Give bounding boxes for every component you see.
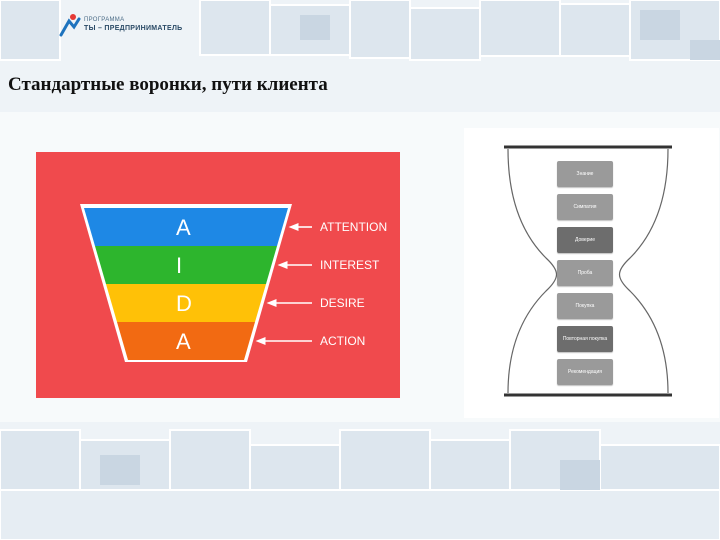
- funnel-stage-letter: A: [176, 215, 191, 240]
- left-arrow-icon: [266, 299, 312, 307]
- funnel-stage-letter: I: [176, 253, 182, 278]
- left-arrow-icon: [288, 223, 312, 231]
- hourglass-outline: [504, 145, 672, 397]
- hourglass-step: Знание: [557, 161, 613, 187]
- funnel-band-3: [106, 284, 266, 322]
- funnel-stage-letter: A: [176, 329, 191, 354]
- logo-figure-icon: [59, 14, 81, 37]
- left-arrow-icon: [255, 337, 312, 345]
- aida-funnel-diagram: A ATTENTION I INTEREST D DESIRE A ACTION: [80, 204, 387, 362]
- logo-caption: ПРОГРАММА: [84, 17, 125, 23]
- hourglass-step: Покупка: [557, 293, 613, 319]
- funnel-stage-letter: D: [176, 291, 192, 316]
- funnel-stage-label: ACTION: [320, 334, 365, 348]
- funnel-stage-label: INTEREST: [320, 258, 380, 272]
- hourglass-step: Рекомендация: [557, 359, 613, 385]
- left-arrow-icon: [277, 261, 312, 269]
- hourglass-step: Проба: [557, 260, 613, 286]
- logo-name: ТЫ – ПРЕДПРИНИМАТЕЛЬ: [84, 25, 183, 32]
- funnel-stage-label: DESIRE: [320, 296, 365, 310]
- funnel-stage-label: ATTENTION: [320, 220, 387, 234]
- hourglass-step: Симпатия: [557, 194, 613, 220]
- funnel-band-1: [84, 208, 288, 246]
- aida-funnel-panel: A ATTENTION I INTEREST D DESIRE A ACTION: [36, 152, 400, 398]
- funnel-band-4: [117, 322, 255, 360]
- hourglass-step: Повторная покупка: [557, 326, 613, 352]
- funnel-band-2: [95, 246, 277, 284]
- slide-title: Стандартные воронки, пути клиента: [8, 74, 328, 95]
- program-logo: ПРОГРАММА ТЫ – ПРЕДПРИНИМАТЕЛЬ: [58, 13, 182, 44]
- hourglass-step: Доверие: [557, 227, 613, 253]
